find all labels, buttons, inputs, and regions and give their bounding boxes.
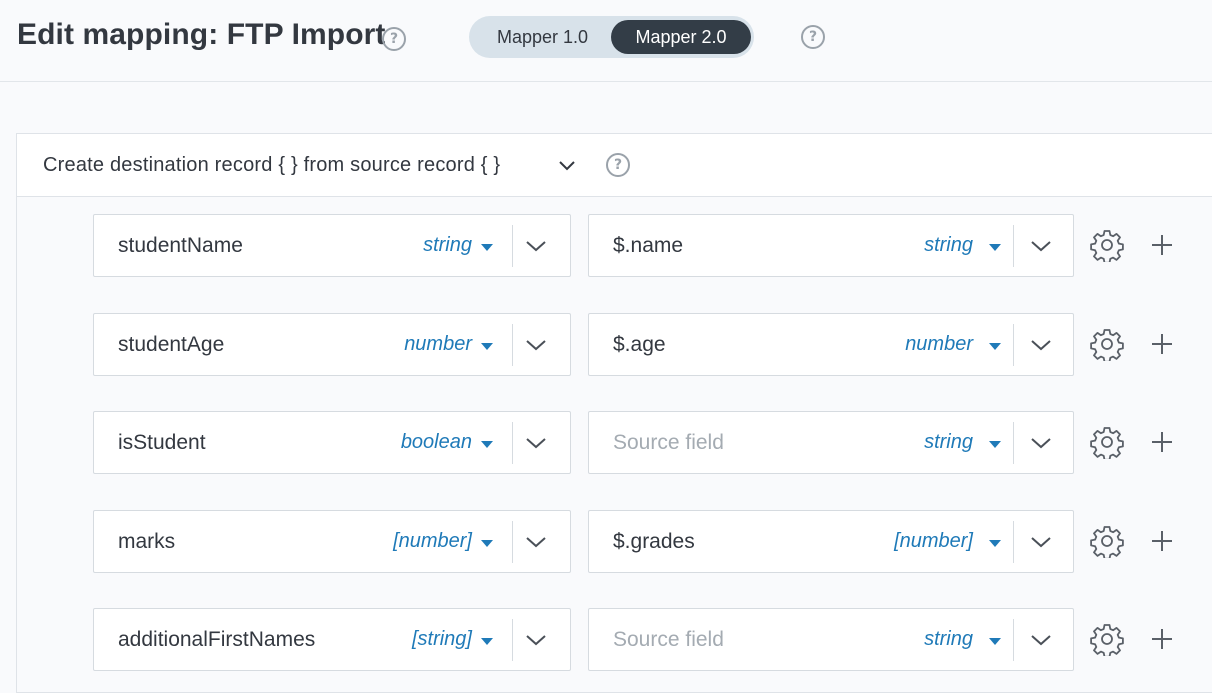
caret-down-icon[interactable]	[989, 343, 1001, 350]
field-divider	[1013, 521, 1014, 563]
field-divider	[1013, 422, 1014, 464]
plus-icon[interactable]	[1150, 332, 1174, 356]
field-divider	[512, 225, 513, 267]
field-divider	[512, 422, 513, 464]
chevron-down-icon[interactable]	[557, 156, 577, 176]
caret-down-icon[interactable]	[989, 441, 1001, 448]
page-header: Edit mapping: FTP Import ? Mapper 1.0 Ma…	[0, 0, 1212, 82]
panel-header: Create destination record { } from sourc…	[17, 134, 1212, 197]
destination-type-selector[interactable]: [number]	[393, 530, 472, 552]
gear-icon[interactable]	[1090, 425, 1124, 459]
destination-field[interactable]: additionalFirstNames [string]	[93, 608, 571, 671]
destination-field[interactable]: studentAge number	[93, 313, 571, 376]
caret-down-icon[interactable]	[481, 540, 493, 547]
destination-field-name[interactable]: studentName	[118, 234, 243, 257]
source-field[interactable]: Source field string	[588, 608, 1074, 671]
mapper-version-toggle: Mapper 1.0 Mapper 2.0	[469, 16, 754, 58]
source-type-selector[interactable]: string	[924, 628, 973, 650]
source-field-name[interactable]: Source field	[613, 628, 724, 651]
plus-icon[interactable]	[1150, 233, 1174, 257]
chevron-down-icon[interactable]	[525, 532, 547, 552]
source-type-selector[interactable]: [number]	[894, 530, 973, 552]
field-divider	[512, 619, 513, 661]
chevron-down-icon[interactable]	[1030, 532, 1052, 552]
source-type-selector[interactable]: string	[924, 431, 973, 453]
panel-title: Create destination record { } from sourc…	[43, 154, 501, 176]
field-divider	[1013, 225, 1014, 267]
source-type-selector[interactable]: string	[924, 234, 973, 256]
destination-field[interactable]: isStudent boolean	[93, 411, 571, 474]
caret-down-icon[interactable]	[989, 638, 1001, 645]
caret-down-icon[interactable]	[481, 638, 493, 645]
plus-icon[interactable]	[1150, 529, 1174, 553]
toggle-option-mapper-1[interactable]: Mapper 1.0	[496, 26, 589, 47]
mapping-row: additionalFirstNames [string] Source field…	[0, 608, 1212, 672]
source-field-name[interactable]: $.grades	[613, 530, 695, 553]
gear-icon[interactable]	[1090, 228, 1124, 262]
chevron-down-icon[interactable]	[525, 335, 547, 355]
destination-type-selector[interactable]: number	[404, 333, 472, 355]
source-type-selector[interactable]: number	[905, 333, 973, 355]
caret-down-icon[interactable]	[481, 343, 493, 350]
help-circle-icon[interactable]: ?	[606, 153, 630, 177]
source-field[interactable]: $.age number	[588, 313, 1074, 376]
caret-down-icon[interactable]	[989, 540, 1001, 547]
chevron-down-icon[interactable]	[1030, 433, 1052, 453]
mapping-row: marks [number] $.grades [number]	[0, 510, 1212, 574]
chevron-down-icon[interactable]	[525, 236, 547, 256]
mapping-row: isStudent boolean Source field string	[0, 411, 1212, 475]
source-field-name[interactable]: $.age	[613, 333, 666, 356]
source-field[interactable]: Source field string	[588, 411, 1074, 474]
toggle-option-mapper-2[interactable]: Mapper 2.0	[611, 20, 751, 54]
chevron-down-icon[interactable]	[1030, 335, 1052, 355]
field-divider	[1013, 324, 1014, 366]
gear-icon[interactable]	[1090, 622, 1124, 656]
caret-down-icon[interactable]	[481, 244, 493, 251]
destination-field[interactable]: studentName string	[93, 214, 571, 277]
caret-down-icon[interactable]	[481, 441, 493, 448]
page-title: Edit mapping: FTP Import	[17, 18, 386, 51]
plus-icon[interactable]	[1150, 430, 1174, 454]
source-field-name[interactable]: $.name	[613, 234, 684, 257]
destination-field-name[interactable]: marks	[118, 530, 176, 553]
field-divider	[512, 324, 513, 366]
destination-type-selector[interactable]: boolean	[400, 431, 472, 453]
chevron-down-icon[interactable]	[525, 630, 547, 650]
source-field[interactable]: $.grades [number]	[588, 510, 1074, 573]
destination-field[interactable]: marks [number]	[93, 510, 571, 573]
source-field-name[interactable]: Source field	[613, 431, 724, 454]
mapping-row: studentAge number $.age number	[0, 313, 1212, 377]
field-divider	[1013, 619, 1014, 661]
destination-type-selector[interactable]: string	[423, 234, 472, 256]
caret-down-icon[interactable]	[989, 244, 1001, 251]
chevron-down-icon[interactable]	[525, 433, 547, 453]
destination-field-name[interactable]: additionalFirstNames	[118, 628, 316, 651]
destination-type-selector[interactable]: [string]	[411, 628, 472, 650]
help-circle-icon[interactable]: ?	[382, 27, 406, 51]
chevron-down-icon[interactable]	[1030, 236, 1052, 256]
gear-icon[interactable]	[1090, 327, 1124, 361]
gear-icon[interactable]	[1090, 524, 1124, 558]
plus-icon[interactable]	[1150, 627, 1174, 651]
help-circle-icon[interactable]: ?	[801, 25, 825, 49]
field-divider	[512, 521, 513, 563]
chevron-down-icon[interactable]	[1030, 630, 1052, 650]
destination-field-name[interactable]: studentAge	[118, 333, 225, 356]
source-field[interactable]: $.name string	[588, 214, 1074, 277]
destination-field-name[interactable]: isStudent	[118, 431, 206, 454]
mapping-row: studentName string $.name string	[0, 214, 1212, 278]
